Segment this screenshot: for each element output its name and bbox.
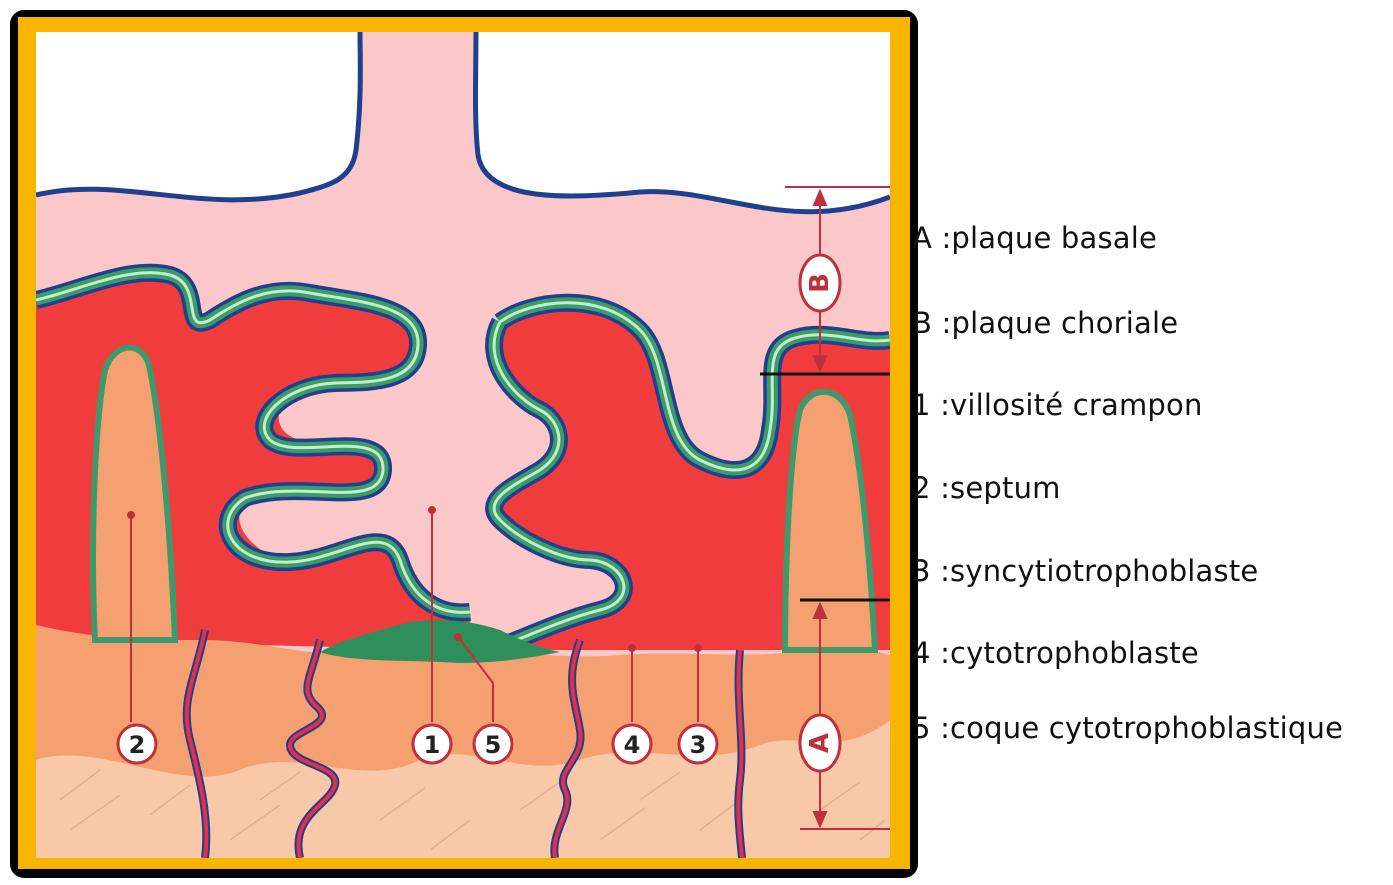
marker-A: A	[800, 715, 840, 771]
legend-item-3: 3 :syncytiotrophoblaste	[912, 554, 1258, 588]
svg-text:B: B	[805, 273, 835, 293]
svg-text:3: 3	[690, 731, 707, 759]
legend-item-1: 1 :villosité crampon	[912, 388, 1203, 422]
svg-text:5: 5	[485, 731, 502, 759]
legend-item-B: B :plaque choriale	[912, 306, 1178, 340]
marker-3: 3	[679, 725, 717, 763]
svg-text:A: A	[805, 733, 835, 753]
marker-4: 4	[613, 725, 651, 763]
marker-5: 5	[474, 725, 512, 763]
svg-text:1: 1	[424, 731, 441, 759]
legend-item-4: 4 :cytotrophoblaste	[912, 636, 1199, 670]
marker-1: 1	[413, 725, 451, 763]
marker-B: B	[800, 255, 840, 311]
legend-item-A: A :plaque basale	[912, 221, 1157, 255]
svg-text:4: 4	[624, 731, 641, 759]
legend-item-2: 2 :septum	[912, 471, 1061, 505]
svg-text:2: 2	[129, 731, 146, 759]
placenta-diagram: 2 1 5 4 3 B A	[0, 0, 925, 885]
marker-2: 2	[118, 725, 156, 763]
legend-item-5: 5 :coque cytotrophoblastique	[912, 711, 1343, 745]
legend: A :plaque basale B :plaque choriale 1 :v…	[912, 0, 1382, 885]
